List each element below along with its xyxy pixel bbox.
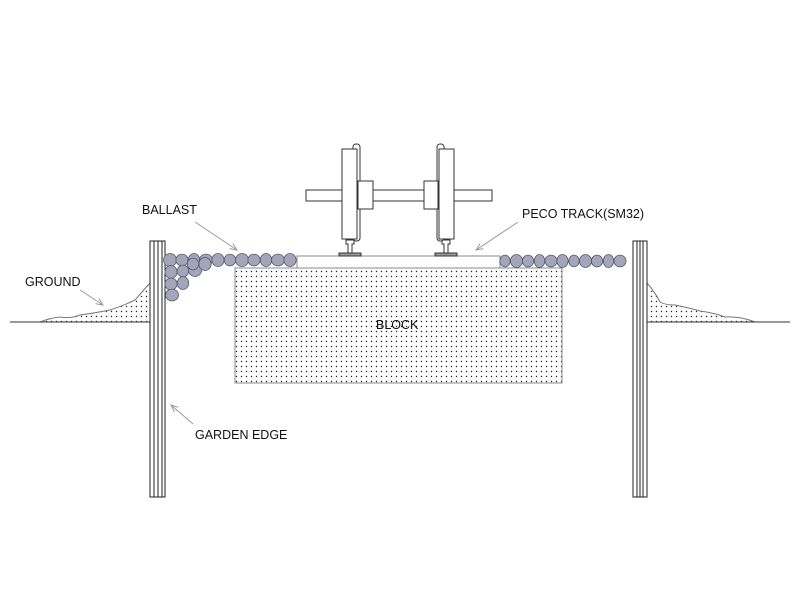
garden-edge-right xyxy=(632,240,648,498)
ballast-stone xyxy=(235,253,249,267)
track-label: PECO TRACK(SM32) xyxy=(522,207,645,221)
ballast-stone xyxy=(165,288,179,302)
ballast-stone xyxy=(175,253,189,267)
ballast-stone xyxy=(510,254,523,268)
ballast-stone xyxy=(186,257,200,271)
ballast-stone xyxy=(602,254,615,268)
block-label: BLOCK xyxy=(376,318,419,332)
ballast-stone xyxy=(579,254,592,268)
ballast-stone xyxy=(164,265,178,279)
ballast-stone xyxy=(198,257,212,271)
ground-label: GROUND xyxy=(25,275,81,289)
ballast-stone xyxy=(164,277,178,291)
ballast-stone xyxy=(223,253,237,267)
ballast-stone xyxy=(163,253,177,267)
ballast-stone xyxy=(613,254,627,268)
ballast-stone xyxy=(522,254,535,268)
ballast-stone xyxy=(247,253,261,267)
ground-right xyxy=(646,282,790,323)
wheel-right-hub xyxy=(423,180,439,210)
wheel-right xyxy=(438,148,455,240)
ballast-stone xyxy=(591,254,604,268)
ballast-stone xyxy=(533,254,546,268)
garden-edge-left xyxy=(149,240,166,498)
ballast-stone xyxy=(499,254,511,268)
track-sleeper xyxy=(296,255,501,269)
rail-left xyxy=(338,239,362,257)
ballast-stone xyxy=(283,253,297,267)
concrete-block xyxy=(234,267,563,384)
garden-edge-label: GARDEN EDGE xyxy=(195,428,288,442)
wheel-left xyxy=(341,148,358,240)
ballast-label: BALLAST xyxy=(142,203,197,217)
wheel-left-hub xyxy=(357,180,374,210)
ballast-stone xyxy=(259,253,273,267)
ballast-stone xyxy=(544,254,558,268)
leader-lines xyxy=(79,221,519,425)
axle xyxy=(305,189,493,202)
ballast-stone xyxy=(271,253,285,267)
ground-left xyxy=(10,282,151,323)
wheelset xyxy=(305,143,493,242)
ballast-stone xyxy=(176,264,190,278)
ballast-stone xyxy=(211,253,225,267)
ballast-stone xyxy=(176,276,190,290)
ballast-stone xyxy=(568,254,580,268)
ballast-stones xyxy=(163,253,627,302)
ballast-stone xyxy=(556,254,569,268)
rail-right xyxy=(434,239,458,257)
